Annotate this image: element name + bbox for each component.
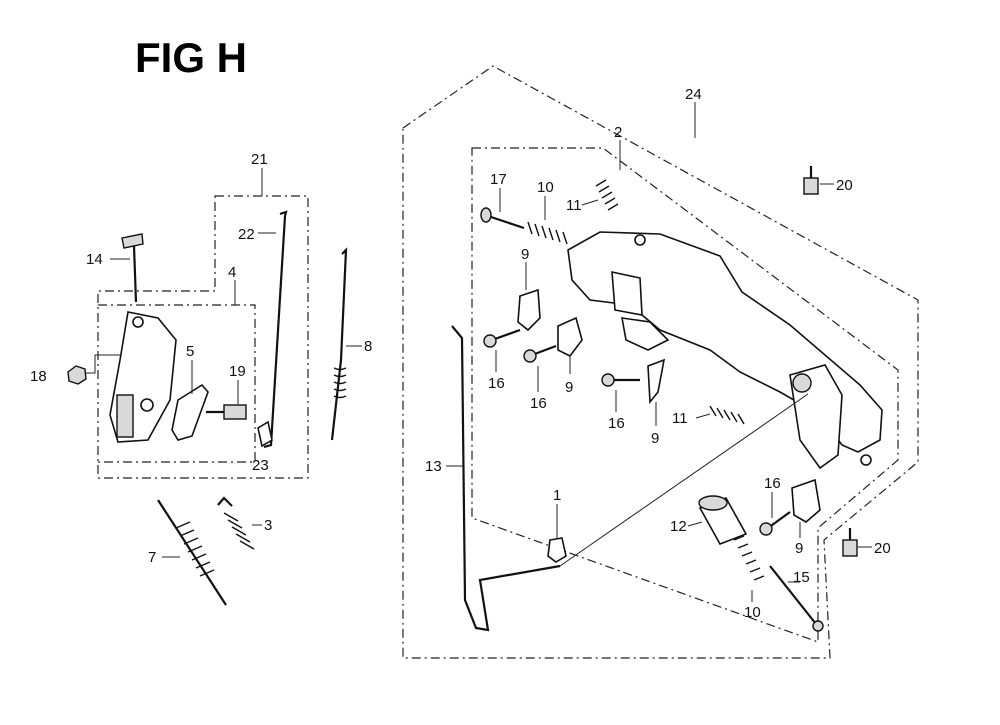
- callout-24: 24: [685, 86, 702, 103]
- screw-16a-part: [483, 328, 521, 348]
- callout-16-a: 16: [488, 375, 505, 392]
- clip-9c-part: [647, 358, 666, 405]
- callout-23: 23: [252, 457, 269, 474]
- spring-7-part: [157, 499, 227, 606]
- callout-17: 17: [490, 171, 507, 188]
- throttle-plate-part: [171, 360, 209, 441]
- callout-8: 8: [364, 338, 372, 355]
- callout-12: 12: [670, 518, 687, 535]
- nut-part: [67, 365, 87, 385]
- bolt-20-top-part: [803, 166, 819, 195]
- bolt-17-part: [480, 207, 525, 230]
- spring-11-mid-part: [709, 405, 745, 425]
- assembly-frame-4: [98, 304, 256, 463]
- callout-9-b: 9: [565, 379, 573, 396]
- collar-part: [698, 495, 748, 545]
- callout-10-top: 10: [537, 179, 554, 196]
- screw-16c-part: [601, 373, 640, 387]
- t-bolt-part: [121, 233, 144, 303]
- callout-21: 21: [251, 151, 268, 168]
- callout-11-top: 11: [566, 197, 582, 214]
- callout-2: 2: [614, 124, 622, 141]
- callout-14: 14: [86, 251, 103, 268]
- clip-9b-part: [557, 316, 583, 358]
- rod-spring-part: [330, 247, 348, 441]
- control-rod-part: [451, 325, 561, 632]
- callout-4: 4: [228, 264, 236, 281]
- callout-15: 15: [793, 569, 810, 586]
- governor-rod-part: [263, 210, 288, 449]
- screw-16b-part: [523, 344, 557, 363]
- callout-18: 18: [30, 368, 47, 385]
- bracket-part: [109, 311, 177, 443]
- spring-3-part: [217, 496, 255, 550]
- callout-9-c: 9: [651, 430, 659, 447]
- assembly-frame-2: [471, 147, 899, 643]
- callout-20-top: 20: [836, 177, 853, 194]
- bolt-15-part: [769, 565, 824, 632]
- callout-9-a: 9: [521, 246, 529, 263]
- callout-19: 19: [229, 363, 246, 380]
- callout-5: 5: [186, 343, 194, 360]
- clip-9a-part: [517, 288, 541, 332]
- callout-16-b: 16: [530, 395, 547, 412]
- spring-11-top-part: [595, 179, 619, 211]
- callout-9-d: 9: [795, 540, 803, 557]
- callout-22: 22: [238, 226, 255, 243]
- bolt-20-bottom-part: [842, 528, 858, 557]
- callout-1: 1: [553, 487, 561, 504]
- callout-10-bottom: 10: [744, 604, 761, 621]
- spring-10-top-part: [527, 221, 568, 245]
- clip-part: [257, 420, 273, 448]
- figure-title: FIG H: [135, 34, 247, 81]
- callout-11-mid: 11: [672, 410, 688, 427]
- bolt-part: [206, 404, 247, 420]
- callout-16-d: 16: [764, 475, 781, 492]
- control-base-part: [567, 231, 883, 470]
- screw-16d-part: [759, 511, 791, 536]
- callout-16-c: 16: [608, 415, 625, 432]
- callout-20-bottom: 20: [874, 540, 891, 557]
- rod-clip-part: [547, 537, 567, 563]
- callout-13: 13: [425, 458, 442, 475]
- assembly-frame-24: [402, 65, 919, 659]
- callout-3: 3: [264, 517, 272, 534]
- clip-9d-part: [791, 478, 821, 523]
- callout-7: 7: [148, 549, 156, 566]
- spring-10-bottom-part: [733, 535, 765, 581]
- assembly-frame-21: [97, 195, 309, 479]
